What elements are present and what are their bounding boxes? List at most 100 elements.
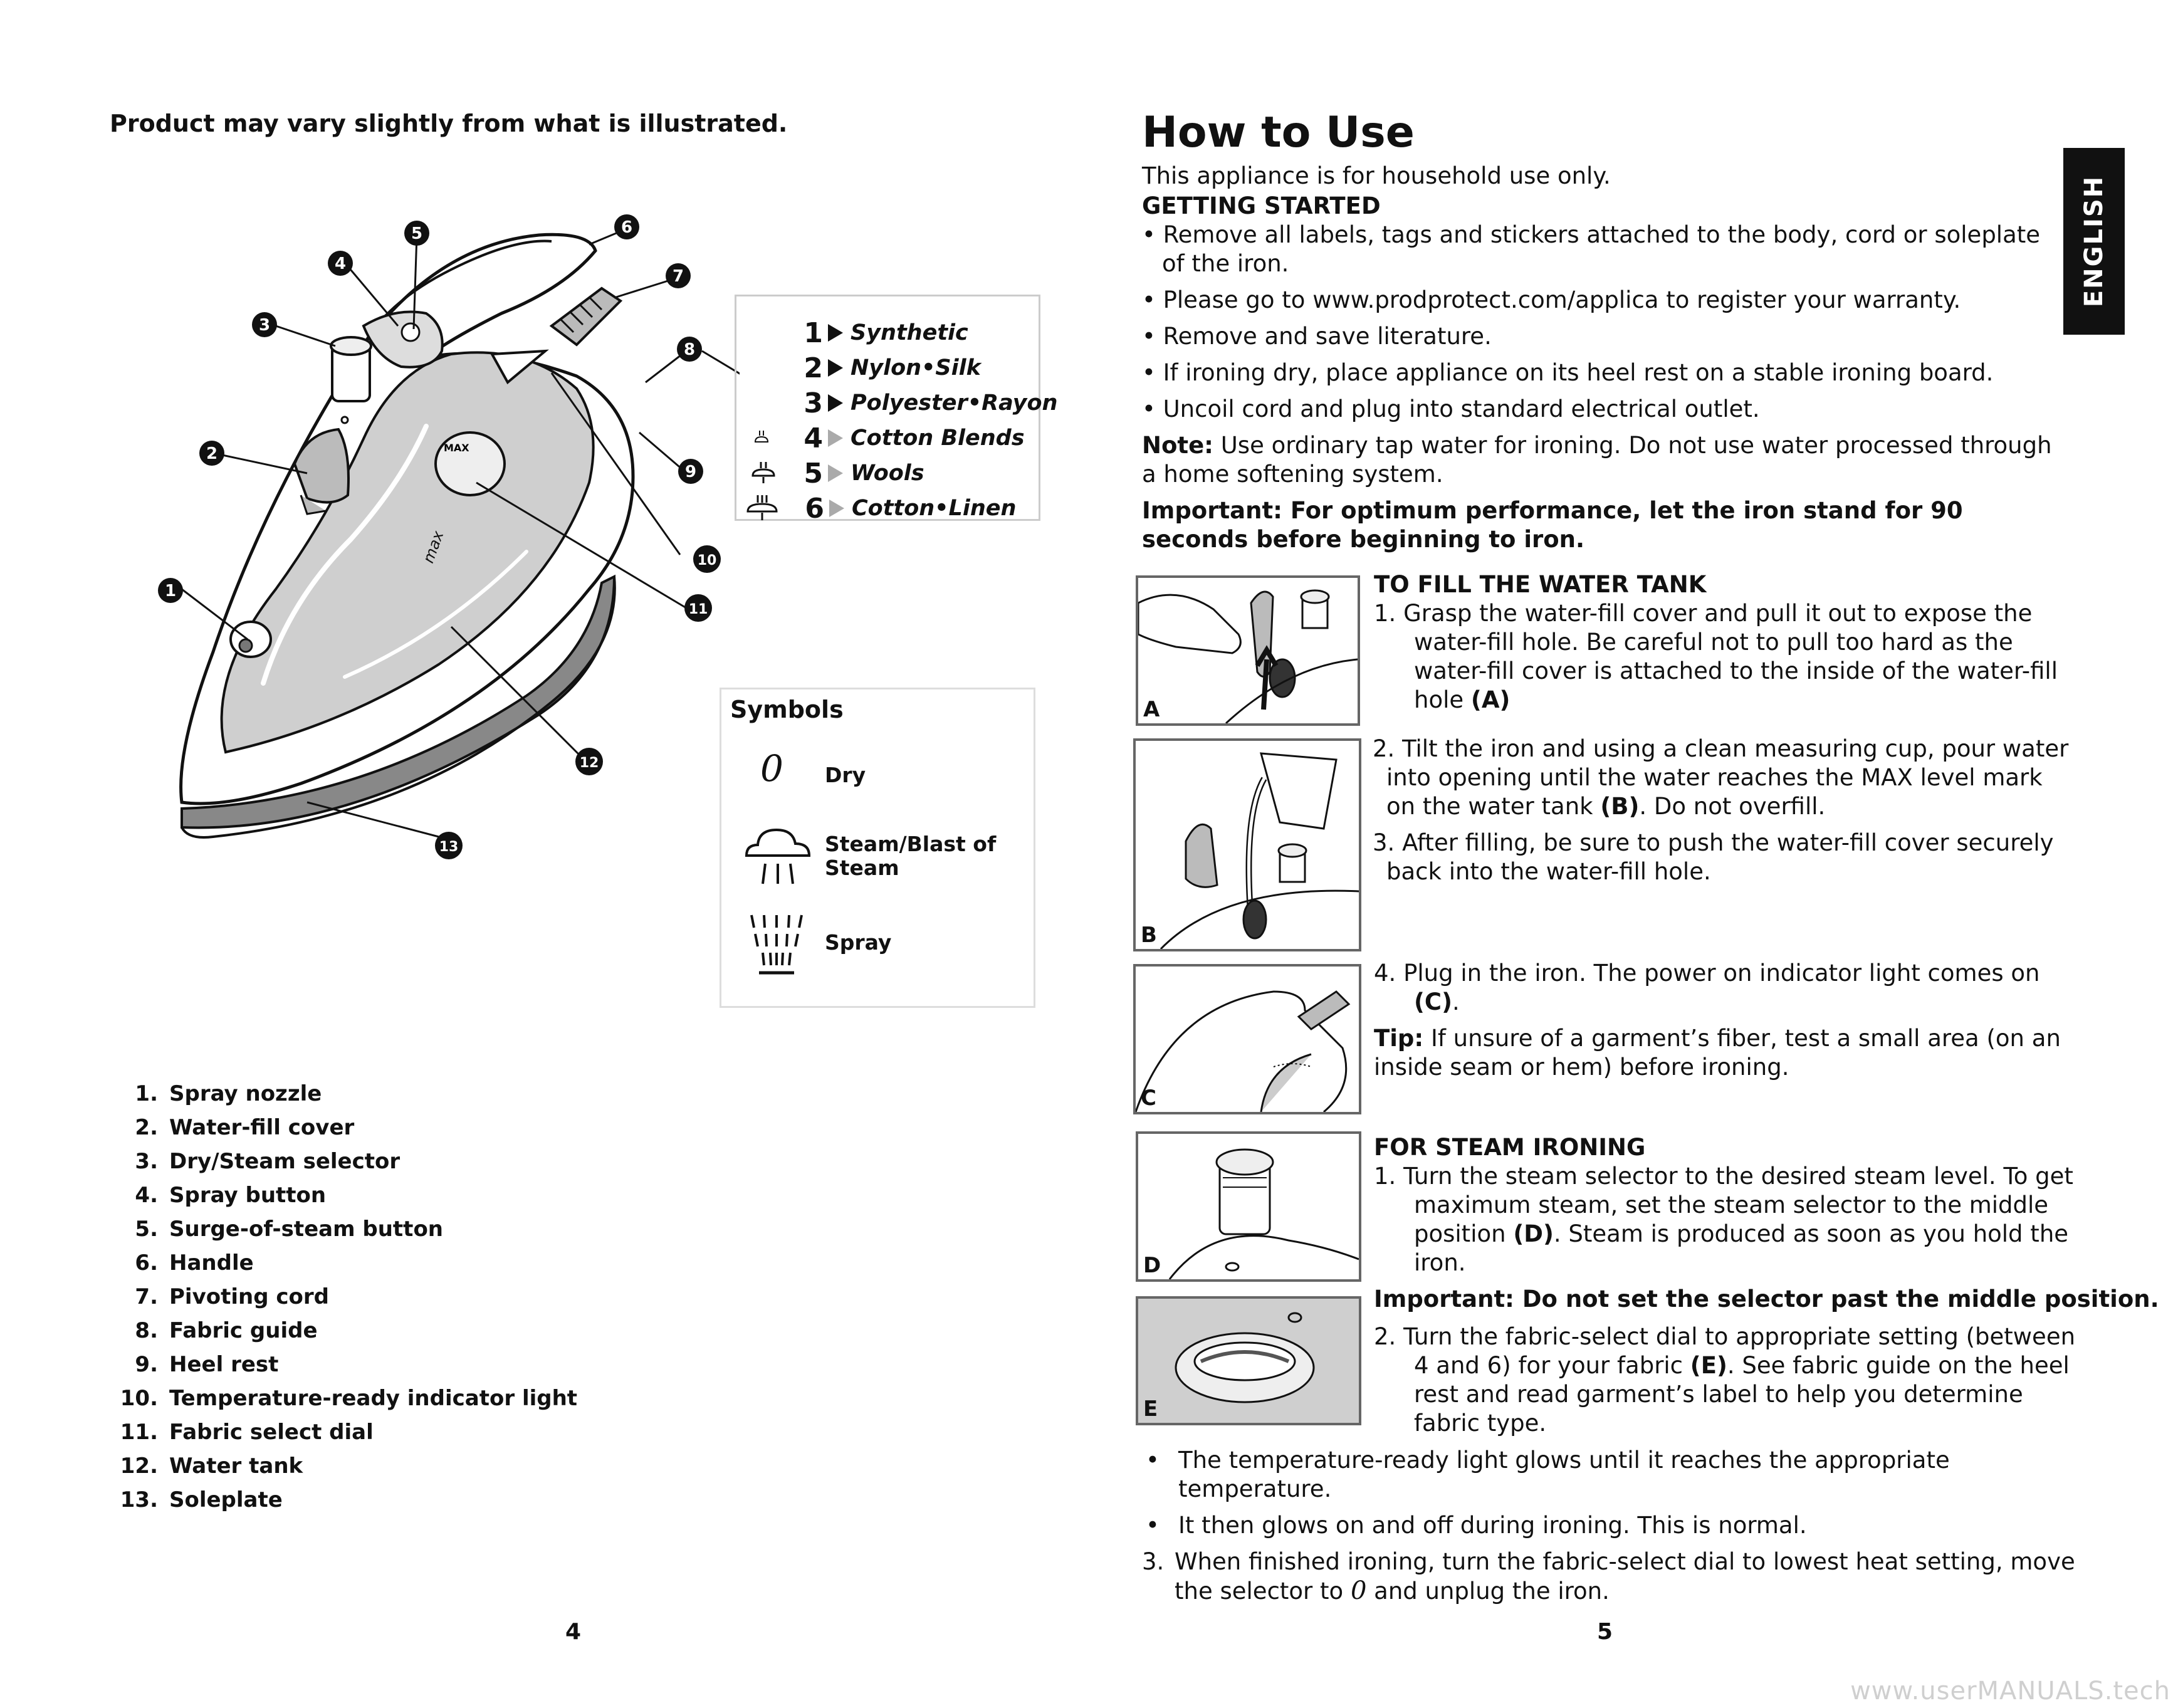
- list-item: 3.Dry/Steam selector: [135, 1149, 401, 1174]
- callout-1: 1: [165, 582, 176, 600]
- list-item: 6.Handle: [135, 1250, 254, 1276]
- symbol-steam-label: Steam/Blast of Steam: [825, 832, 997, 880]
- fabric-dial-section: 2. Turn the fabric-select dial to approp…: [1374, 1323, 2076, 1438]
- steam-small-icon: [754, 431, 769, 443]
- callout-12: 12: [580, 755, 599, 771]
- list-item: • Uncoil cord and plug into standard ele…: [1142, 396, 1760, 422]
- parts-list: 1.Spray nozzle 2.Water-fill cover 3.Dry/…: [119, 1077, 577, 1517]
- list-item: •The temperature-ready light glows until…: [1146, 1447, 1950, 1502]
- watermark: www.userMANUALS.tech: [1850, 1677, 2170, 1705]
- figure-d: D: [1136, 1131, 1361, 1282]
- important-selector: Important: Do not set the selector past …: [1374, 1286, 2159, 1312]
- steam-medium-icon: [751, 462, 775, 483]
- dial-max-text: MAX: [444, 442, 469, 454]
- spray-icon: [750, 914, 803, 975]
- list-item: 9.Heel rest: [135, 1352, 279, 1377]
- steam-step-2: 2. Turn the fabric-select dial to approp…: [1374, 1323, 2076, 1437]
- list-item: • If ironing dry, place appliance on its…: [1142, 359, 1994, 386]
- callout-11: 11: [689, 602, 708, 617]
- list-item: 7.Pivoting cord: [135, 1284, 329, 1309]
- steam-large-icon: [746, 495, 778, 520]
- callout-9: 9: [685, 463, 696, 481]
- arrow-icon: [828, 324, 843, 342]
- arrow-icon: [828, 359, 843, 377]
- list-item: 11.Fabric select dial: [120, 1420, 374, 1445]
- steam-selector-illustration: [1168, 1148, 1359, 1279]
- arrow-icon: [829, 500, 844, 517]
- note-paragraph: Note: Use ordinary tap water for ironing…: [1142, 432, 2052, 488]
- final-step-3: 3.When finished ironing, turn the fabric…: [1142, 1548, 2075, 1605]
- list-item: 2.Water-fill cover: [135, 1115, 355, 1140]
- list-item: 5.Surge-of-steam button: [135, 1217, 444, 1242]
- tip-paragraph: Tip: If unsure of a garment’s fiber, tes…: [1374, 1025, 2061, 1081]
- final-notes-section: •The temperature-ready light glows until…: [1142, 1446, 2076, 1606]
- fill-cover-illustration: [1138, 589, 1358, 723]
- figure-c: C: [1133, 964, 1361, 1114]
- illustration-note: Product may vary slightly from what is i…: [110, 110, 788, 137]
- callout-10: 10: [698, 553, 717, 568]
- dry-icon: 0: [1350, 1576, 1367, 1605]
- symbol-spray-label: Spray: [825, 930, 892, 955]
- list-item: 8.Fabric guide: [135, 1318, 318, 1343]
- list-item: •It then glows on and off during ironing…: [1146, 1512, 1807, 1539]
- page-number-right: 5: [1597, 1619, 1613, 1645]
- list-item: • Please go to www.prodprotect.com/appli…: [1142, 286, 1961, 313]
- callout-4: 4: [335, 254, 346, 273]
- figure-e: E: [1136, 1296, 1361, 1425]
- fill-step-1: 1. Grasp the water-fill cover and pull i…: [1374, 600, 2058, 713]
- fill-step-4: 4. Plug in the iron. The power on indica…: [1374, 960, 2040, 1015]
- list-item: 1.Spray nozzle: [135, 1081, 322, 1106]
- iron-diagram: max MAX 1 2 3 4 5 6: [158, 214, 740, 859]
- callout-7: 7: [673, 267, 684, 286]
- callout-2: 2: [206, 444, 217, 463]
- symbol-dry-label: Dry: [825, 763, 866, 787]
- getting-started-section: This appliance is for household use only…: [1142, 162, 2057, 554]
- getting-started-heading: GETTING STARTED: [1142, 192, 1381, 219]
- page-title: How to Use: [1142, 108, 1415, 157]
- arrow-icon: [828, 464, 843, 482]
- figure-label: A: [1143, 697, 1160, 722]
- callout-8: 8: [684, 340, 695, 359]
- list-item: 13.Soleplate: [120, 1487, 283, 1512]
- important-paragraph: Important: For optimum performance, let …: [1142, 497, 1963, 553]
- symbols-title: Symbols: [730, 696, 844, 723]
- figure-label: D: [1143, 1253, 1161, 1278]
- steam-step-1: 1. Turn the steam selector to the desire…: [1374, 1163, 2073, 1276]
- callout-13: 13: [439, 839, 459, 855]
- callout-6: 6: [621, 218, 632, 237]
- arrow-icon: [828, 394, 843, 412]
- plug-in-section: 4. Plug in the iron. The power on indica…: [1374, 959, 2076, 1082]
- figure-label: E: [1143, 1396, 1158, 1422]
- plug-in-illustration: [1136, 990, 1351, 1112]
- list-item: 10.Temperature-ready indicator light: [120, 1386, 578, 1411]
- figure-a: A: [1136, 575, 1360, 726]
- list-item: • Remove and save literature.: [1142, 323, 1492, 350]
- language-tab: ENGLISH: [2063, 148, 2125, 335]
- steam-heading: FOR STEAM IRONING: [1374, 1134, 1646, 1161]
- page-number-left: 4: [565, 1619, 582, 1645]
- symbols-box: Symbols 0 Dry Steam/Blast of Steam Spray: [720, 688, 1035, 1008]
- list-item: • Remove all labels, tags and stickers a…: [1142, 221, 2041, 277]
- figure-label: C: [1141, 1086, 1156, 1111]
- fill-water-section: TO FILL THE WATER TANK 1. Grasp the wate…: [1374, 570, 2076, 715]
- callout-5: 5: [411, 224, 422, 243]
- dry-icon: 0: [760, 747, 783, 790]
- fabric-dial-illustration: [1175, 1312, 1315, 1403]
- figure-b: B: [1133, 738, 1361, 951]
- fill-water-illustration: [1160, 752, 1359, 949]
- steam-icon: [745, 828, 811, 884]
- list-item: 4.Spray button: [135, 1183, 327, 1208]
- fill-step-2: 2. Tilt the iron and using a clean measu…: [1373, 735, 2069, 820]
- list-item: 12.Water tank: [120, 1454, 303, 1479]
- steam-ironing-section: FOR STEAM IRONING 1. Turn the steam sele…: [1374, 1133, 2159, 1314]
- fill-steps-2-3: 2. Tilt the iron and using a clean measu…: [1373, 735, 2075, 886]
- fill-heading: TO FILL THE WATER TANK: [1374, 571, 1707, 598]
- household-note: This appliance is for household use only…: [1142, 162, 1611, 189]
